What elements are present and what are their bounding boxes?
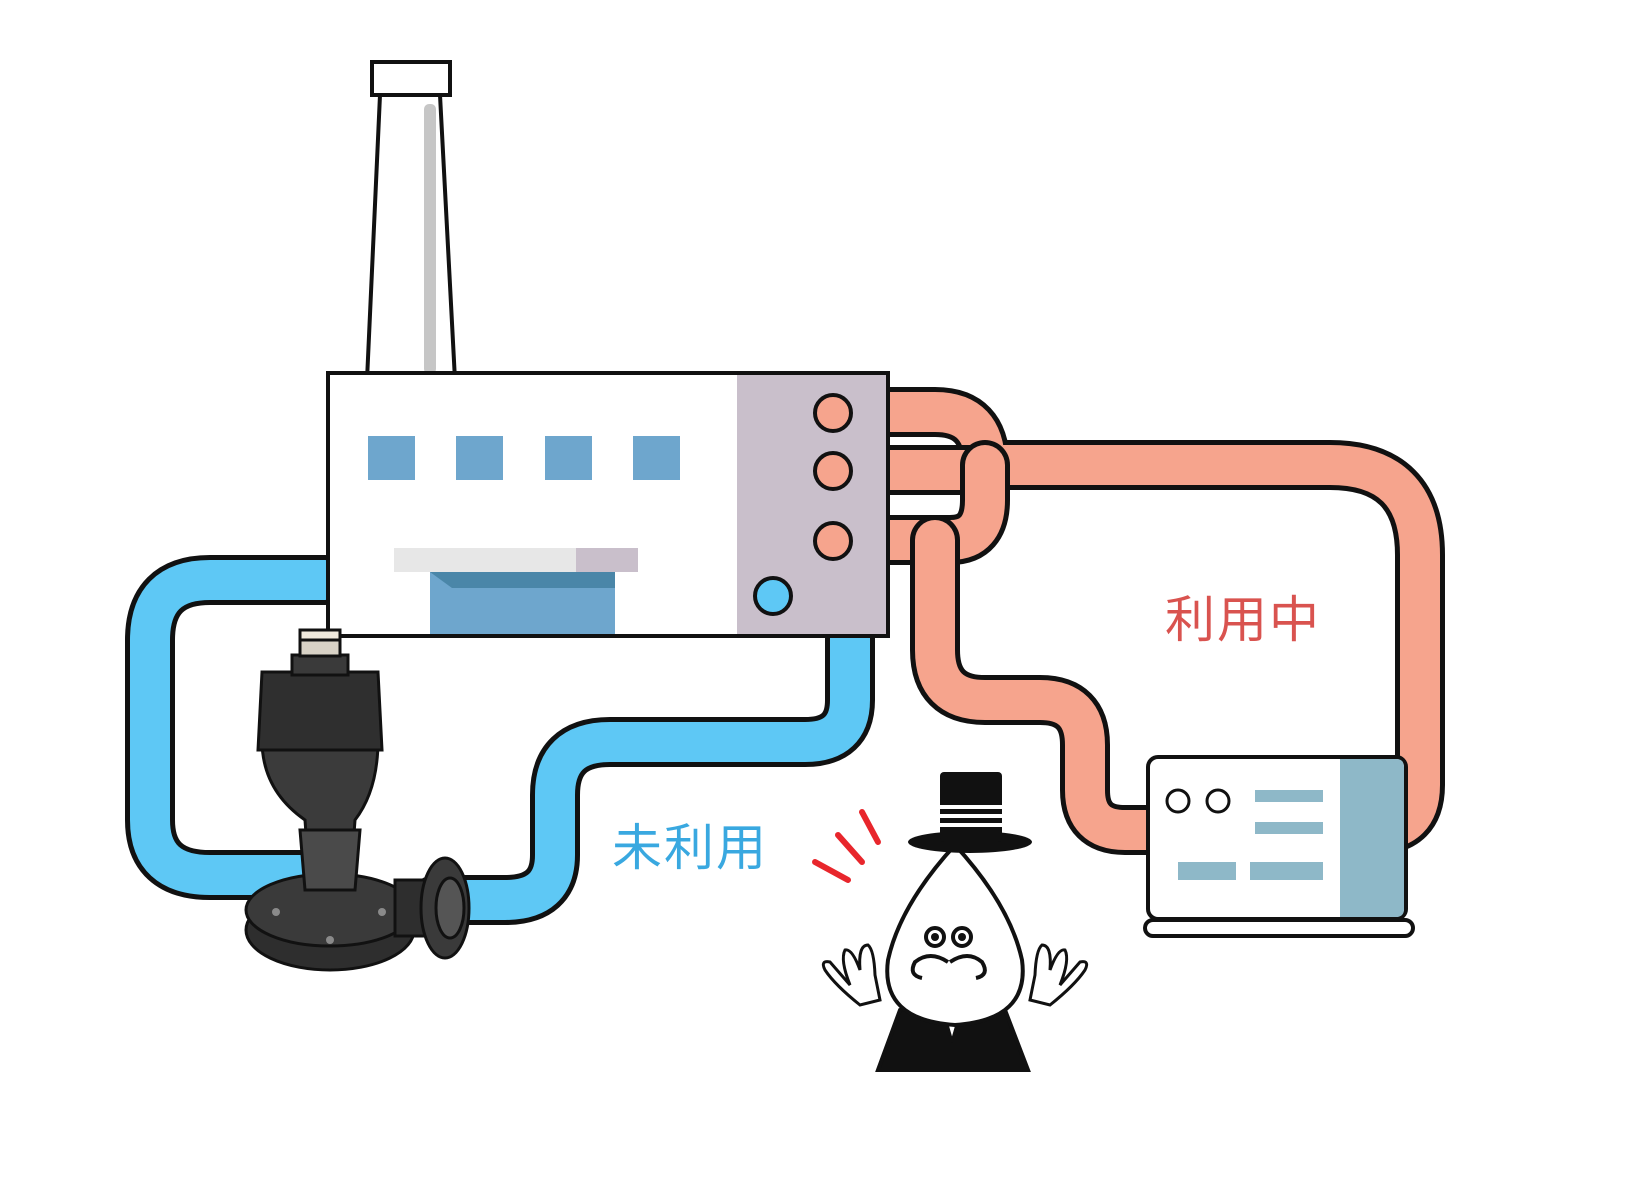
in-use-pipes [805,387,1445,855]
label-in-use: 利用中 [1165,591,1321,649]
mascot-icon [821,842,1089,1072]
factory-window [545,436,592,480]
chimney-icon [364,60,458,382]
factory-icon [326,371,890,638]
label-unused: 未利用 [612,819,768,877]
top-hat-icon [908,772,1032,853]
excitement-marks [812,809,881,883]
factory-window [633,436,680,480]
factory-window [368,436,415,480]
heat-unit-icon [1143,755,1415,938]
factory-window [456,436,503,480]
pump-icon [244,628,471,972]
